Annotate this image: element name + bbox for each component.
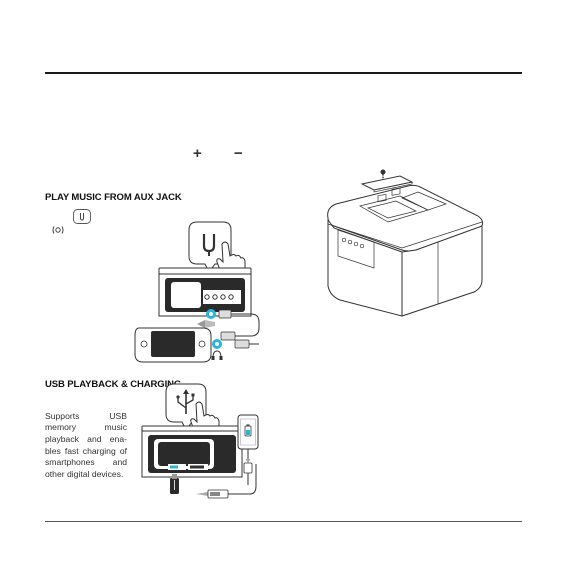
volume-plus-symbol: + bbox=[193, 146, 202, 162]
smartphone-icon bbox=[236, 413, 266, 493]
handheld-player bbox=[135, 328, 211, 362]
headphone-jack-icon bbox=[212, 351, 223, 360]
speaker-unit bbox=[159, 268, 251, 316]
aux-cable-icon bbox=[219, 310, 259, 340]
usb-section-description: Supports USB memory music playback and e… bbox=[45, 411, 127, 481]
speaker-battery-cover-illustration bbox=[320, 168, 490, 318]
aux-section-heading: PLAY MUSIC FROM AUX JACK bbox=[45, 192, 182, 203]
aux-button-icon bbox=[73, 209, 91, 224]
aux-connection-illustration bbox=[135, 220, 275, 370]
speaker-unit bbox=[142, 426, 242, 477]
aux-source-icon bbox=[51, 224, 65, 236]
top-rule bbox=[45, 72, 522, 74]
bottom-rule bbox=[45, 521, 522, 522]
volume-minus-symbol: − bbox=[234, 146, 243, 162]
